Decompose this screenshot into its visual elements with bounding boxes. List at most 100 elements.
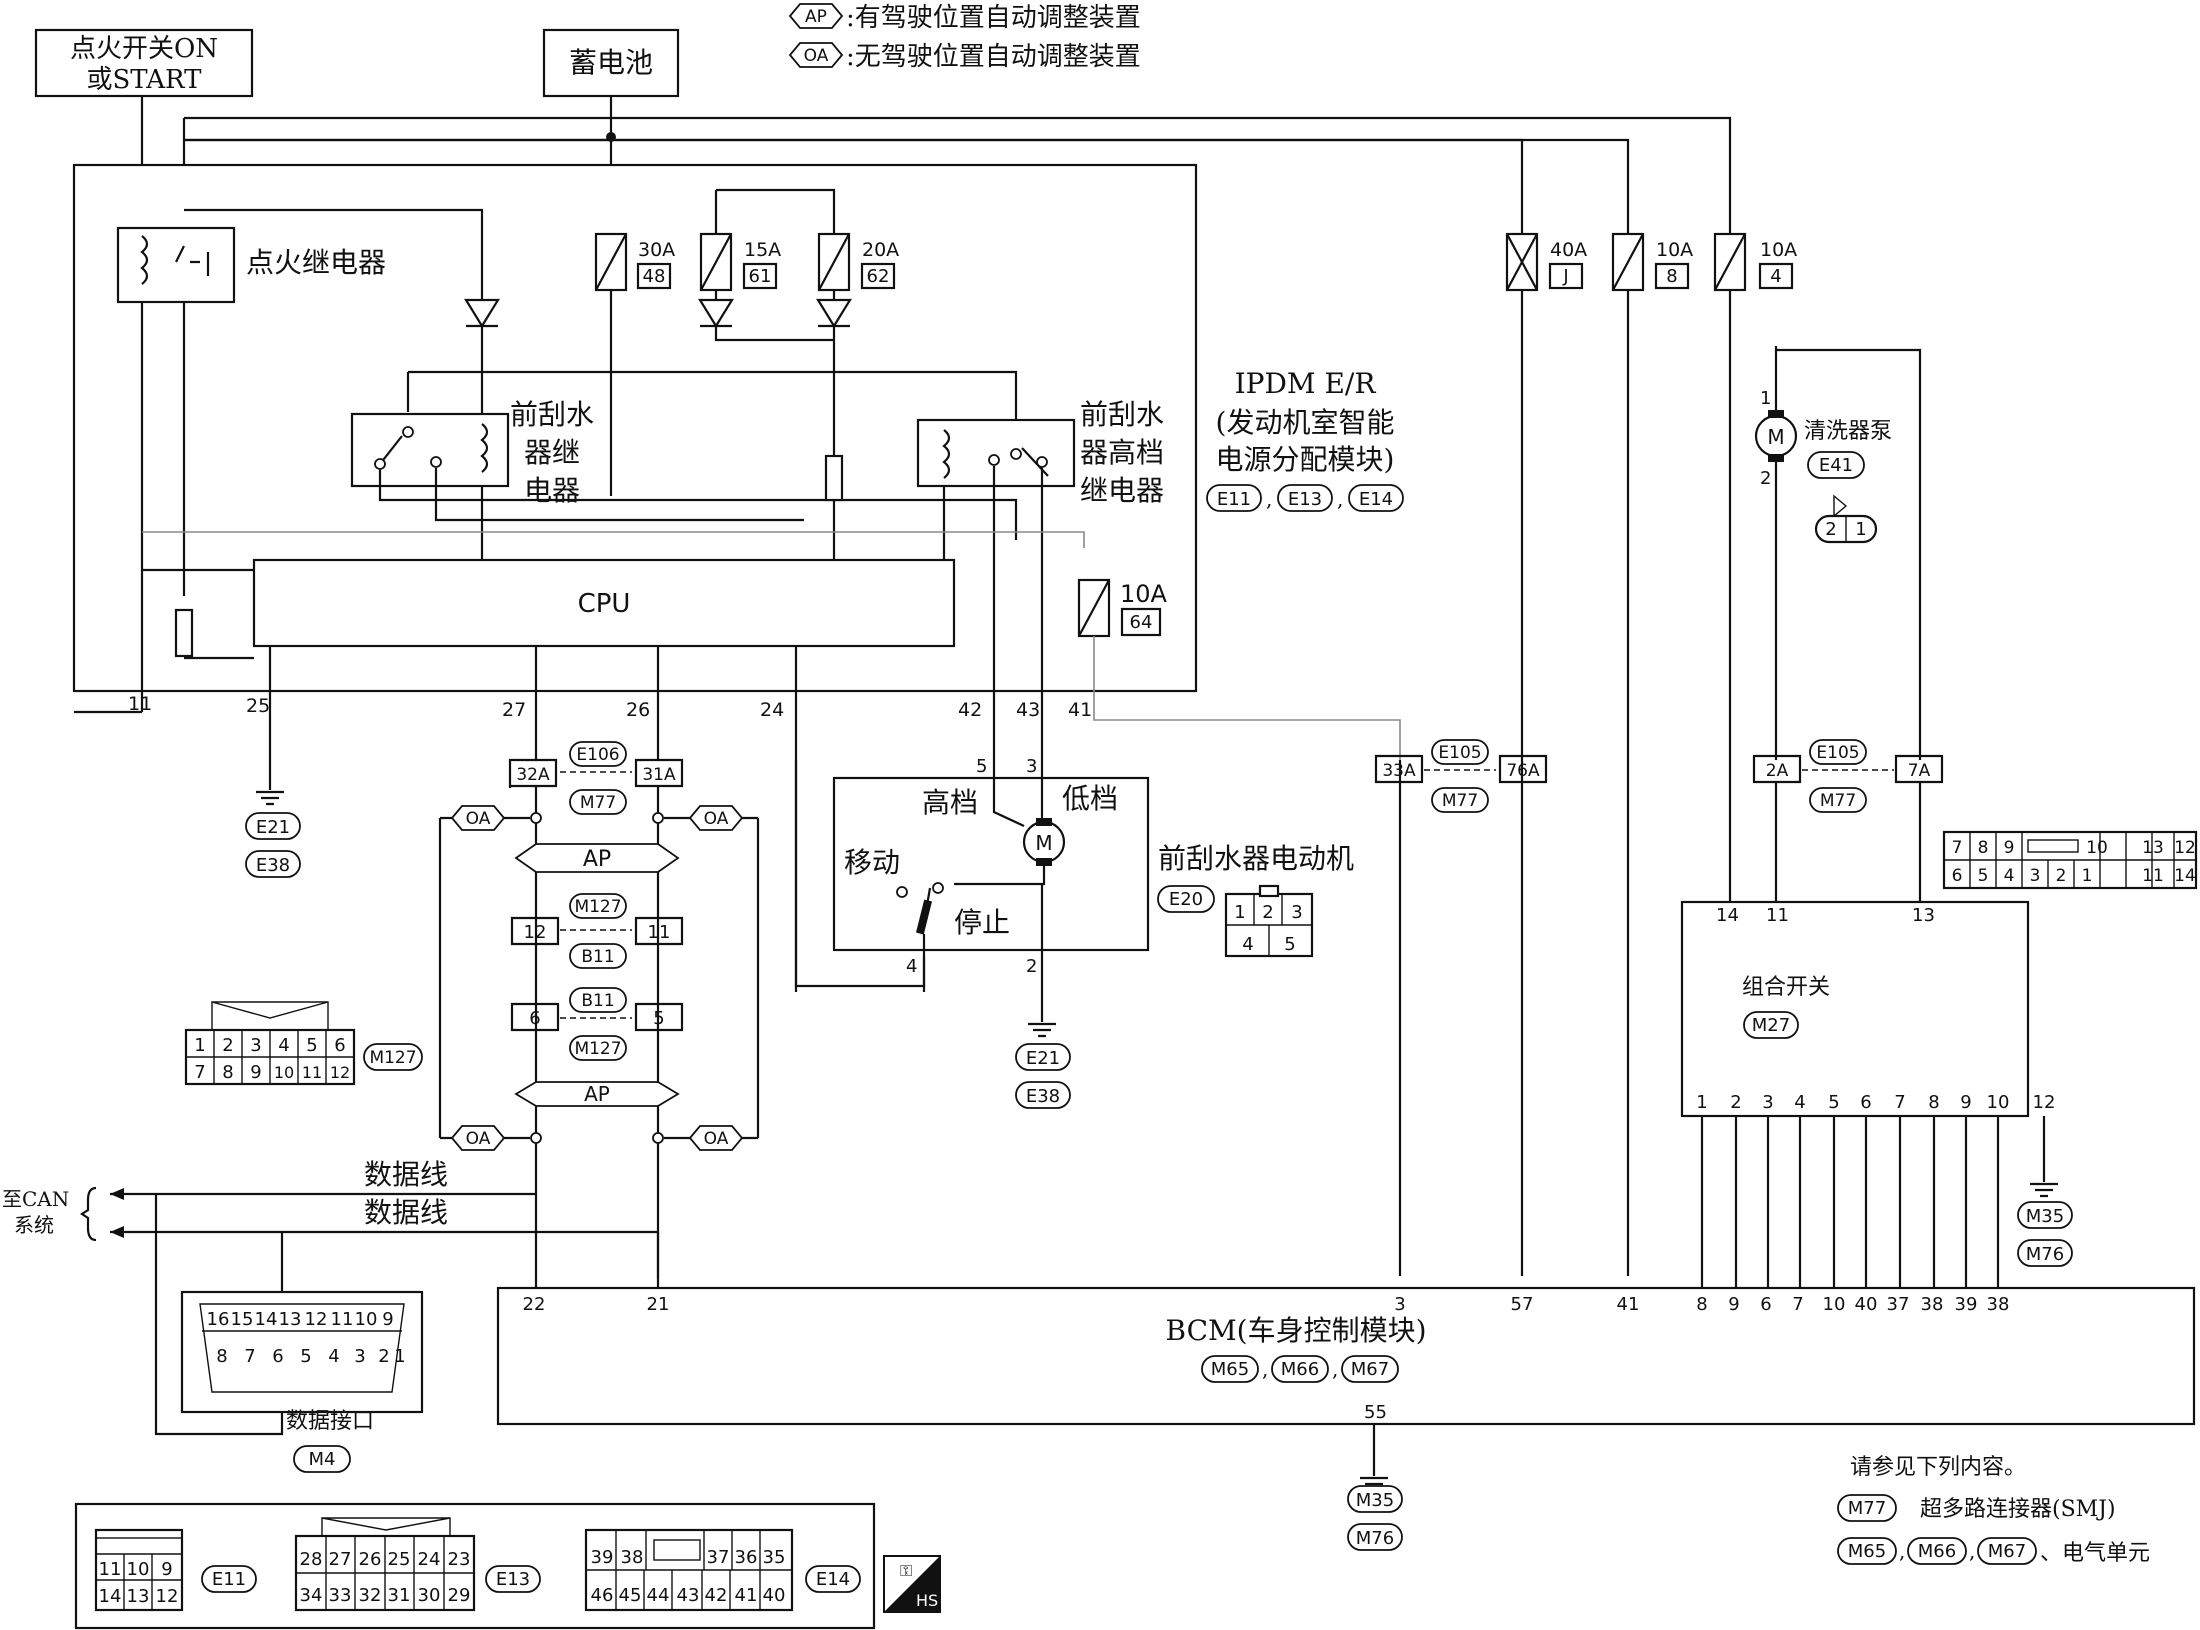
bcm-pin: 6 xyxy=(1760,1294,1771,1315)
bcm-conn-m66: M66 xyxy=(1281,1359,1319,1380)
motor-pin-2: 2 xyxy=(1026,956,1037,977)
connector-e105-a: 33A 76A E105 M77 xyxy=(1374,739,1548,1276)
pin-33a: 33A xyxy=(1382,761,1416,781)
m127-pin-3: 3 xyxy=(250,1035,261,1056)
m27-pin-5: 5 xyxy=(1978,866,1989,886)
e14-pin: 42 xyxy=(705,1585,728,1606)
dlc-pin-5: 5 xyxy=(300,1346,311,1367)
combo-pin-11: 11 xyxy=(1766,905,1789,926)
ignition-relay: 点火继电器 xyxy=(116,226,386,304)
pin-5: 5 xyxy=(653,1008,664,1029)
ipdm-title-2: (发动机室智能 xyxy=(1216,406,1395,439)
fuse-30a-amp: 30A xyxy=(638,239,675,261)
e13-pin: 26 xyxy=(359,1549,382,1570)
combo-bottom-pin: 7 xyxy=(1894,1092,1905,1113)
ref-unit-text: 、电气单元 xyxy=(2040,1541,2150,1566)
conn-m77-a: M77 xyxy=(1442,791,1478,811)
e11-pin-13: 13 xyxy=(127,1586,150,1607)
bcm-conns: M65 , M66 , M67 xyxy=(1201,1355,1399,1383)
wire xyxy=(1520,290,1732,1276)
ext-fuse-10a-4-num: 4 xyxy=(1770,266,1781,287)
ref-unit-m65: M65 xyxy=(1848,1541,1886,1562)
motor-high: 高档 xyxy=(922,786,978,819)
m27-pin-6: 6 xyxy=(1952,866,1963,886)
m127-pin-8: 8 xyxy=(222,1062,233,1083)
m27-pin-1: 1 xyxy=(2082,866,2093,886)
ipdm-pin-41: 41 xyxy=(1068,699,1092,721)
m127-pin-7: 7 xyxy=(194,1062,205,1083)
ipdm-pin-27: 27 xyxy=(502,699,526,721)
diodes-15a-20a xyxy=(698,290,852,460)
e14-pin: 44 xyxy=(647,1585,670,1606)
e11-pin-12: 12 xyxy=(156,1586,179,1607)
e14-pin: 39 xyxy=(591,1547,614,1568)
ap-tag-1: AP xyxy=(583,847,611,872)
legend-ap-tag: AP xyxy=(805,7,827,27)
wiper-high-relay-label-1: 前刮水 xyxy=(1080,398,1164,431)
dlc-pin-9: 9 xyxy=(382,1309,393,1330)
m27-pin-7: 7 xyxy=(1952,838,1963,858)
ground-motor-1: E21 xyxy=(1026,1048,1060,1069)
comma: , xyxy=(1337,487,1343,511)
e14-pin: 45 xyxy=(619,1585,642,1606)
ref-title: 请参见下列内容。 xyxy=(1850,1455,2026,1480)
oa-tag-2: OA xyxy=(704,809,729,829)
m27-pin-13: 13 xyxy=(2142,838,2164,858)
e13-pin: 25 xyxy=(388,1549,411,1570)
ext-fuse-10a-8: 10A 8 xyxy=(1611,232,1693,292)
ground-motor: E21 E38 xyxy=(1015,986,1071,1109)
can-label-2: 系统 xyxy=(14,1213,54,1237)
dlc-title: 数据接口 xyxy=(286,1409,374,1434)
e11-pin-11: 11 xyxy=(99,1559,122,1580)
e20-pin-4: 4 xyxy=(1242,934,1253,955)
e20-pin-5: 5 xyxy=(1284,934,1295,955)
e14-pin: 46 xyxy=(591,1585,614,1606)
combo-bottom-pin: 2 xyxy=(1730,1092,1741,1113)
e13-pin: 34 xyxy=(300,1585,323,1606)
ipdm-pins: 11 25 27 26 24 42 43 41 xyxy=(128,693,1092,721)
conn-m77-left: M77 xyxy=(580,793,616,813)
fuse-15a-num: 61 xyxy=(749,266,772,287)
fuse-10a-64-amp: 10A xyxy=(1120,580,1168,608)
e13-pin: 28 xyxy=(300,1549,323,1570)
ground-bcm-2: M76 xyxy=(1356,1528,1394,1549)
washer-conn-pin-2: 2 xyxy=(1825,519,1836,540)
dlc-pin-6: 6 xyxy=(272,1346,283,1367)
ipdm-pin-26: 26 xyxy=(626,699,650,721)
e14-pin: 38 xyxy=(621,1547,644,1568)
m127-connector-face: 1 2 3 4 5 6 7 8 9 10 11 12 M127 xyxy=(184,1001,423,1086)
bcm-pin: 3 xyxy=(1394,1294,1405,1315)
ext-fuse-40a: 40A J xyxy=(1505,232,1587,292)
ground-combo-1: M35 xyxy=(2026,1206,2064,1227)
bcm-pin: 9 xyxy=(1728,1294,1739,1315)
dlc-pin-3: 3 xyxy=(354,1346,365,1367)
motor-low: 低档 xyxy=(1062,782,1118,815)
bcm-pin: 8 xyxy=(1696,1294,1707,1315)
bcm-pin: 7 xyxy=(1792,1294,1803,1315)
e20-pin-1: 1 xyxy=(1234,902,1245,923)
ipdm-conn-e11-oval xyxy=(1206,484,1262,512)
conn-e105-a: E105 xyxy=(1438,743,1481,763)
e13-pin: 33 xyxy=(329,1585,352,1606)
legend-oa-tag: OA xyxy=(804,46,829,66)
ap-tag-2: AP xyxy=(584,1082,610,1106)
legend-oa-text: :无驾驶位置自动调整装置 xyxy=(846,42,1141,72)
e14-pin: 41 xyxy=(735,1585,758,1606)
conn-e105-b: E105 xyxy=(1816,743,1859,763)
fuse-10a-64-num: 64 xyxy=(1130,612,1153,633)
ext-fuse-10a-8-amp: 10A xyxy=(1656,239,1693,261)
conn-b11-1: B11 xyxy=(581,947,614,967)
m127-pin-11: 11 xyxy=(302,1063,322,1082)
bcm-pin: 40 xyxy=(1855,1294,1878,1315)
bcm-pin: 37 xyxy=(1887,1294,1910,1315)
pin-76a: 76A xyxy=(1506,761,1540,781)
combo-bottom-pin: 8 xyxy=(1928,1092,1939,1113)
dlc-pin-11: 11 xyxy=(331,1309,354,1330)
wiper-relay-label-3: 电器 xyxy=(524,474,580,507)
ipdm-conn-e11: E11 xyxy=(1217,489,1251,510)
dlc-pin-12: 12 xyxy=(305,1309,328,1330)
e13-pin: 27 xyxy=(329,1549,352,1570)
dlc-pin-15: 15 xyxy=(231,1309,254,1330)
